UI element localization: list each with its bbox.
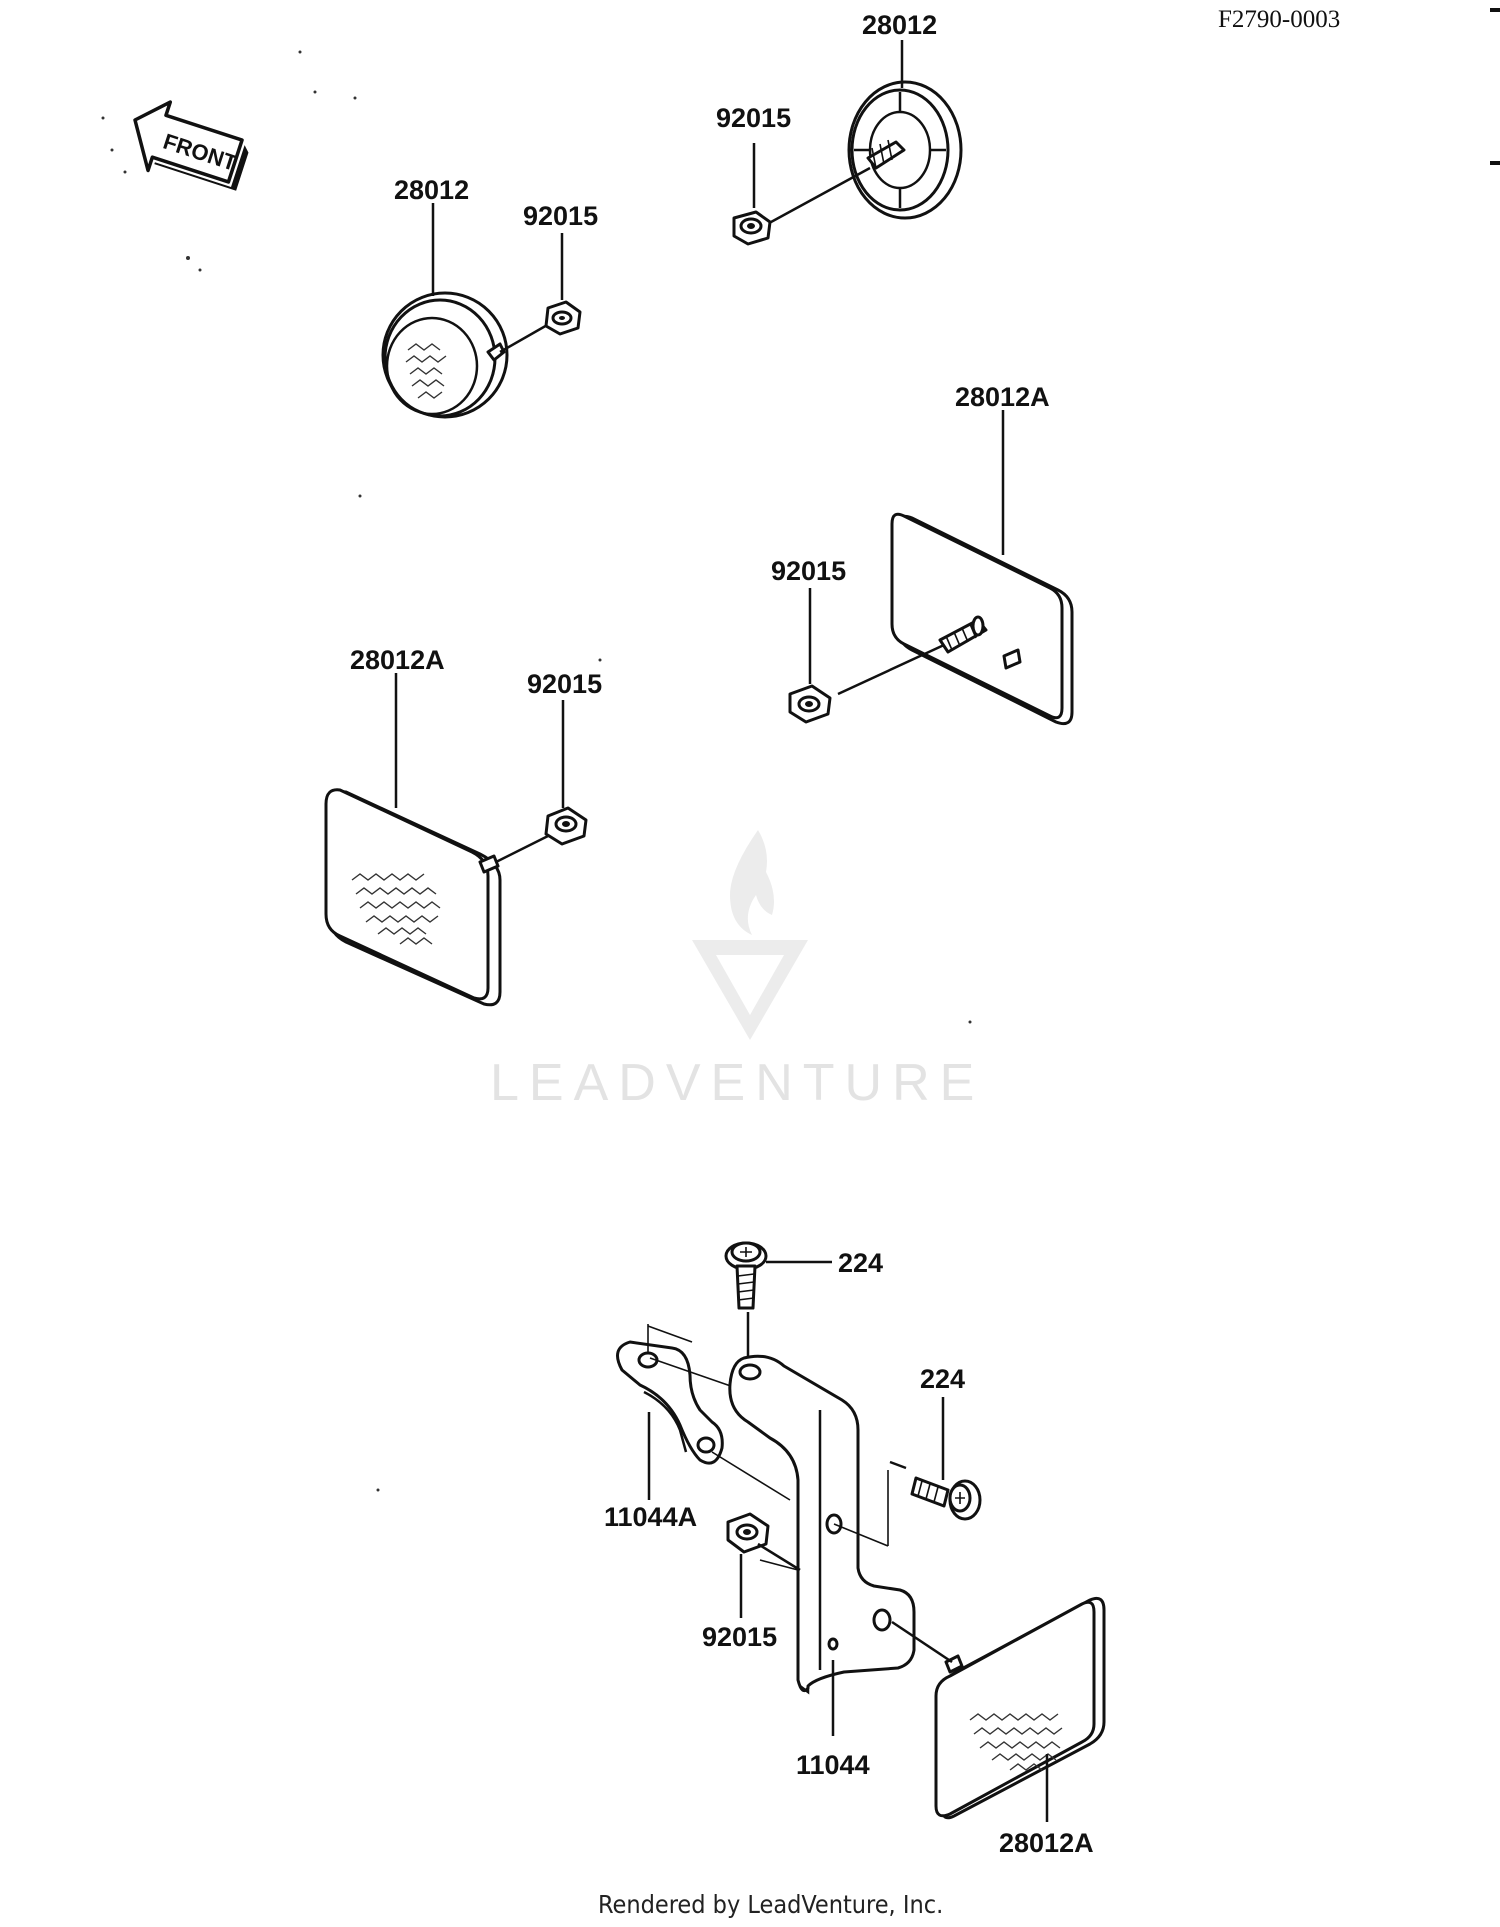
- callout-nut-bracket: 92015: [702, 1622, 777, 1652]
- nut-front: [544, 300, 582, 336]
- corner-mark-mid: [1490, 161, 1500, 165]
- round-reflector-rear: [847, 80, 963, 220]
- rect-reflector-right: [890, 512, 1074, 726]
- flame-icon: [730, 830, 774, 935]
- nut-right: [788, 684, 832, 724]
- rect-reflector-bracket: [934, 1596, 1106, 1820]
- watermark-text: LEADVENTURE: [490, 1054, 984, 1112]
- callout-rect-reflector-left: 28012A: [350, 645, 445, 675]
- callout-nut-left: 92015: [527, 669, 602, 699]
- round-reflector-front: [381, 291, 509, 419]
- clamp-bracket: [616, 1340, 724, 1465]
- callout-nut-right: 92015: [771, 556, 846, 586]
- bolt-top: [724, 1241, 768, 1310]
- callout-round-reflector-rear: 28012: [862, 10, 937, 40]
- v-logo-icon: [692, 940, 808, 1040]
- callout-bolt-side: 224: [920, 1364, 965, 1394]
- watermark: LEADVENTURE: [490, 830, 984, 1112]
- callout-rect-reflector-right: 28012A: [955, 382, 1050, 412]
- callout-bracket: 11044: [796, 1750, 870, 1780]
- callout-rect-reflector-bracket: 28012A: [999, 1828, 1094, 1858]
- callout-nut-rear: 92015: [716, 103, 791, 133]
- callout-nut-front: 92015: [523, 201, 598, 231]
- speckles: [101, 50, 972, 1492]
- nut-bracket: [726, 1512, 770, 1554]
- main-bracket: [728, 1354, 916, 1695]
- bolt-side: [910, 1476, 982, 1521]
- callout-bolt-top: 224: [838, 1248, 883, 1278]
- front-arrow-icon: FRONT: [133, 100, 249, 191]
- nut-left: [544, 806, 588, 846]
- nut-rear: [732, 210, 772, 246]
- corner-mark-top: [1490, 8, 1500, 12]
- callout-round-reflector-front: 28012: [394, 175, 469, 205]
- footer-credit: Rendered by LeadVenture, Inc.: [598, 1890, 943, 1919]
- reference-code: F2790-0003: [1218, 6, 1340, 33]
- callout-clamp: 11044A: [604, 1502, 697, 1532]
- rect-reflector-left: [324, 788, 502, 1007]
